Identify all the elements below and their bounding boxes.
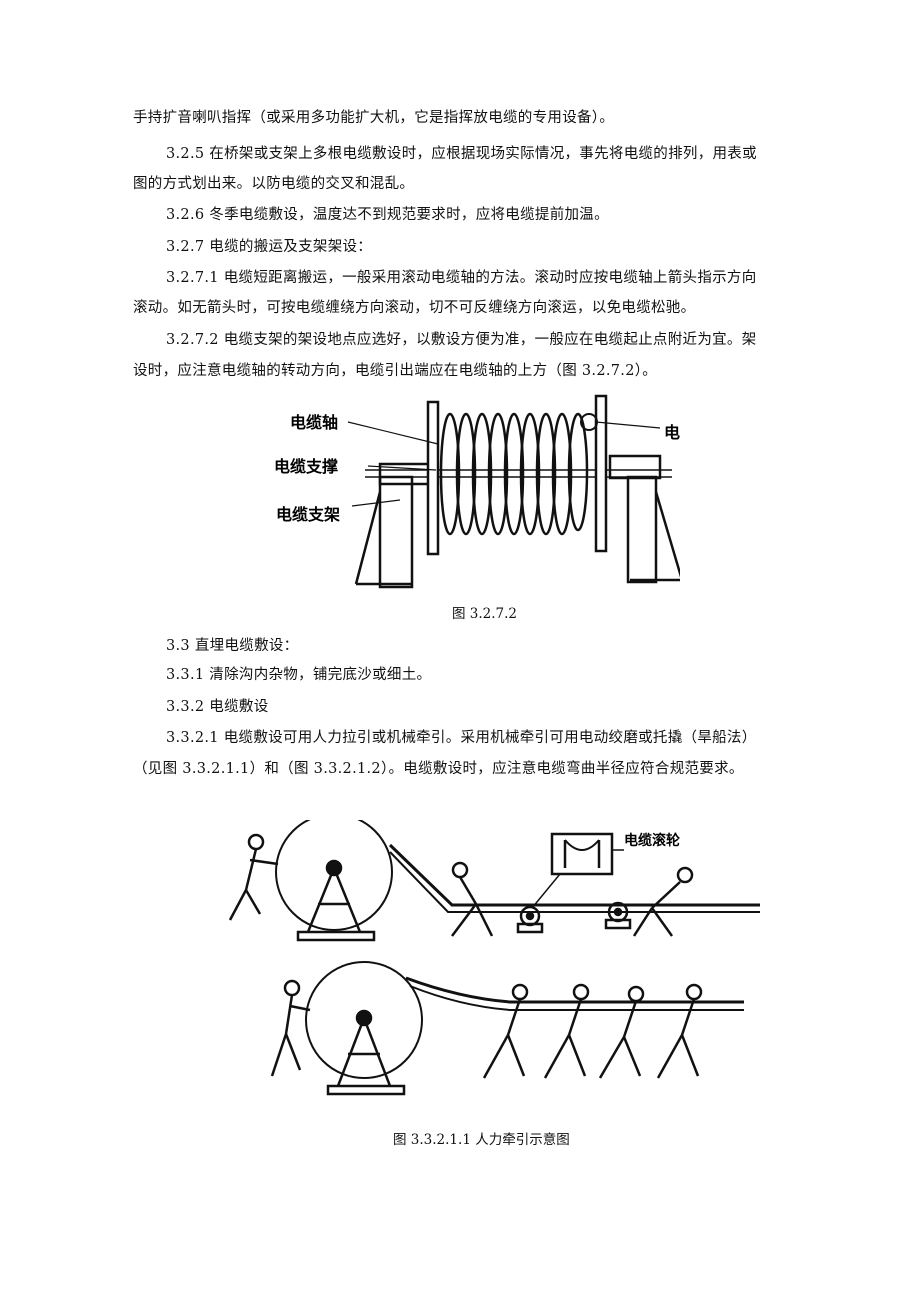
paragraph-line: 3.3 直埋电缆敷设： [166,638,299,654]
paragraph-line: （见图 3.3.2.1.1）和（图 3.3.2.1.2）。电缆敷设时，应注意电缆… [133,761,744,777]
label-cable-support: 电缆支撑 [274,457,338,476]
paragraph-line: 3.2.7.1 电缆短距离搬运，一般采用滚动电缆轴的方法。滚动时应按电缆轴上箭头… [166,270,757,286]
paragraph-line: 3.2.7.2 电缆支架的架设地点应选好，以敷设方便为准，一般应在电缆起止点附近… [166,332,757,348]
paragraph-line: 3.3.2.1 电缆敷设可用人力拉引或机械牵引。采用机械牵引可用电动绞磨或托撬（… [166,730,757,746]
figure-caption: 图 3.2.7.2 [452,606,518,622]
paragraph-line: 3.2.7 电缆的搬运及支架架设： [166,239,373,255]
paragraph-line: 3.3.2 电缆敷设 [166,699,269,715]
paragraph-line: 手持扩音喇叭指挥（或采用多功能扩大机，它是指挥放电缆的专用设备）。 [133,110,615,126]
cable-reel-diagram: 电缆轴 电缆支撑 电缆支架 电缆 [274,394,680,589]
label-cable-axis: 电缆轴 [290,413,338,432]
paragraph-line: 滚动。如无箭头时，可按电缆缠绕方向滚动，切不可反缠绕方向滚运，以免电缆松驰。 [133,300,696,316]
paragraph-line: 设时，应注意电缆轴的转动方向，电缆引出端应在电缆轴的上方（图 3.2.7.2）。 [133,363,658,379]
paragraph-line: 图的方式划出来。以防电缆的交叉和混乱。 [133,176,415,192]
label-cable-roller: 电缆滚轮 [624,832,680,849]
left-stand-frame [378,475,414,589]
paragraph-line: 3.3.1 清除沟内杂物，铺完底沙或细土。 [166,667,432,683]
figure-caption: 图 3.3.2.1.1 人力牵引示意图 [393,1132,570,1148]
manual-pulling-diagram: 电缆滚轮 [228,820,760,1096]
paragraph-line: 3.2.5 在桥架或支架上多根电缆敷设时，应根据现场实际情况，事先将电缆的排列，… [166,146,757,162]
label-cable-frame: 电缆支架 [276,505,340,524]
label-cable: 电缆 [664,423,680,442]
paragraph-line: 3.2.6 冬季电缆敷设，温度达不到规范要求时，应将电缆提前加温。 [166,207,609,223]
